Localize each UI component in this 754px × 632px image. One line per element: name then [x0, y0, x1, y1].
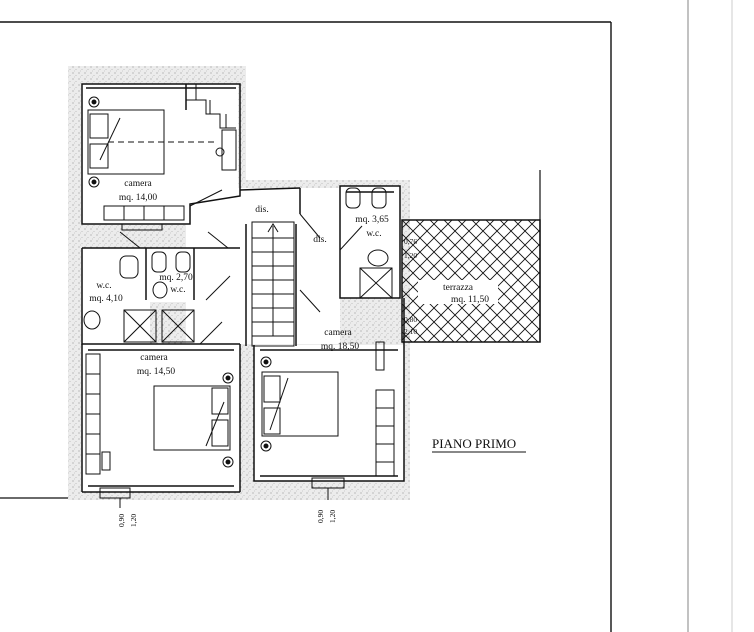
dim-terrace-door-a: 0,80 [404, 315, 417, 324]
room-area-wc-right: mq. 3,65 [355, 215, 389, 225]
room-area-wc-left: mq. 4,10 [89, 294, 123, 304]
bathroom-fixtures [83, 187, 393, 343]
room-name-wc-right: w.c. [366, 229, 381, 239]
room-area-camera-right: mq. 18,50 [321, 342, 360, 352]
room-name-camera-top: camera [124, 179, 152, 189]
dim-window-right-a: 0,90 [316, 510, 325, 523]
room-name-wc-left: w.c. [96, 281, 111, 291]
plan-title: PIANO PRIMO [432, 436, 516, 451]
room-area-terrazza: mq. 11,50 [451, 295, 489, 305]
terrace [401, 170, 541, 343]
room-name-terrazza: terrazza [443, 283, 474, 293]
door-swings [119, 189, 363, 345]
dim-terrace-window-a: 0,76 [404, 237, 417, 246]
bed-right-room [260, 341, 395, 477]
room-name-dis-2: dis. [313, 235, 326, 245]
room-name-dis-1: dis. [255, 205, 268, 215]
room-name-camera-bottom-left: camera [140, 353, 168, 363]
dim-window-right-b: 1,20 [328, 510, 337, 523]
room-area-camera-top: mq. 14,00 [119, 193, 158, 203]
dim-window-left-a: 0,90 [117, 514, 126, 527]
walls [81, 83, 405, 493]
bed-bottom-left-room [85, 353, 234, 475]
room-area-camera-bottom-left: mq. 14,50 [137, 367, 176, 377]
room-name-wc-small: w.c. [170, 285, 185, 295]
dim-terrace-window-b: 1,20 [404, 251, 417, 260]
room-name-camera-right: camera [324, 328, 352, 338]
dim-window-left-b: 1,20 [129, 514, 138, 527]
sheet-border [0, 0, 733, 632]
window-marks [99, 223, 345, 508]
staircase [185, 84, 295, 347]
bed-top-room [87, 96, 237, 221]
room-area-wc-small: mq. 2,70 [159, 273, 193, 283]
dim-terrace-door-b: 2,10 [404, 327, 417, 336]
